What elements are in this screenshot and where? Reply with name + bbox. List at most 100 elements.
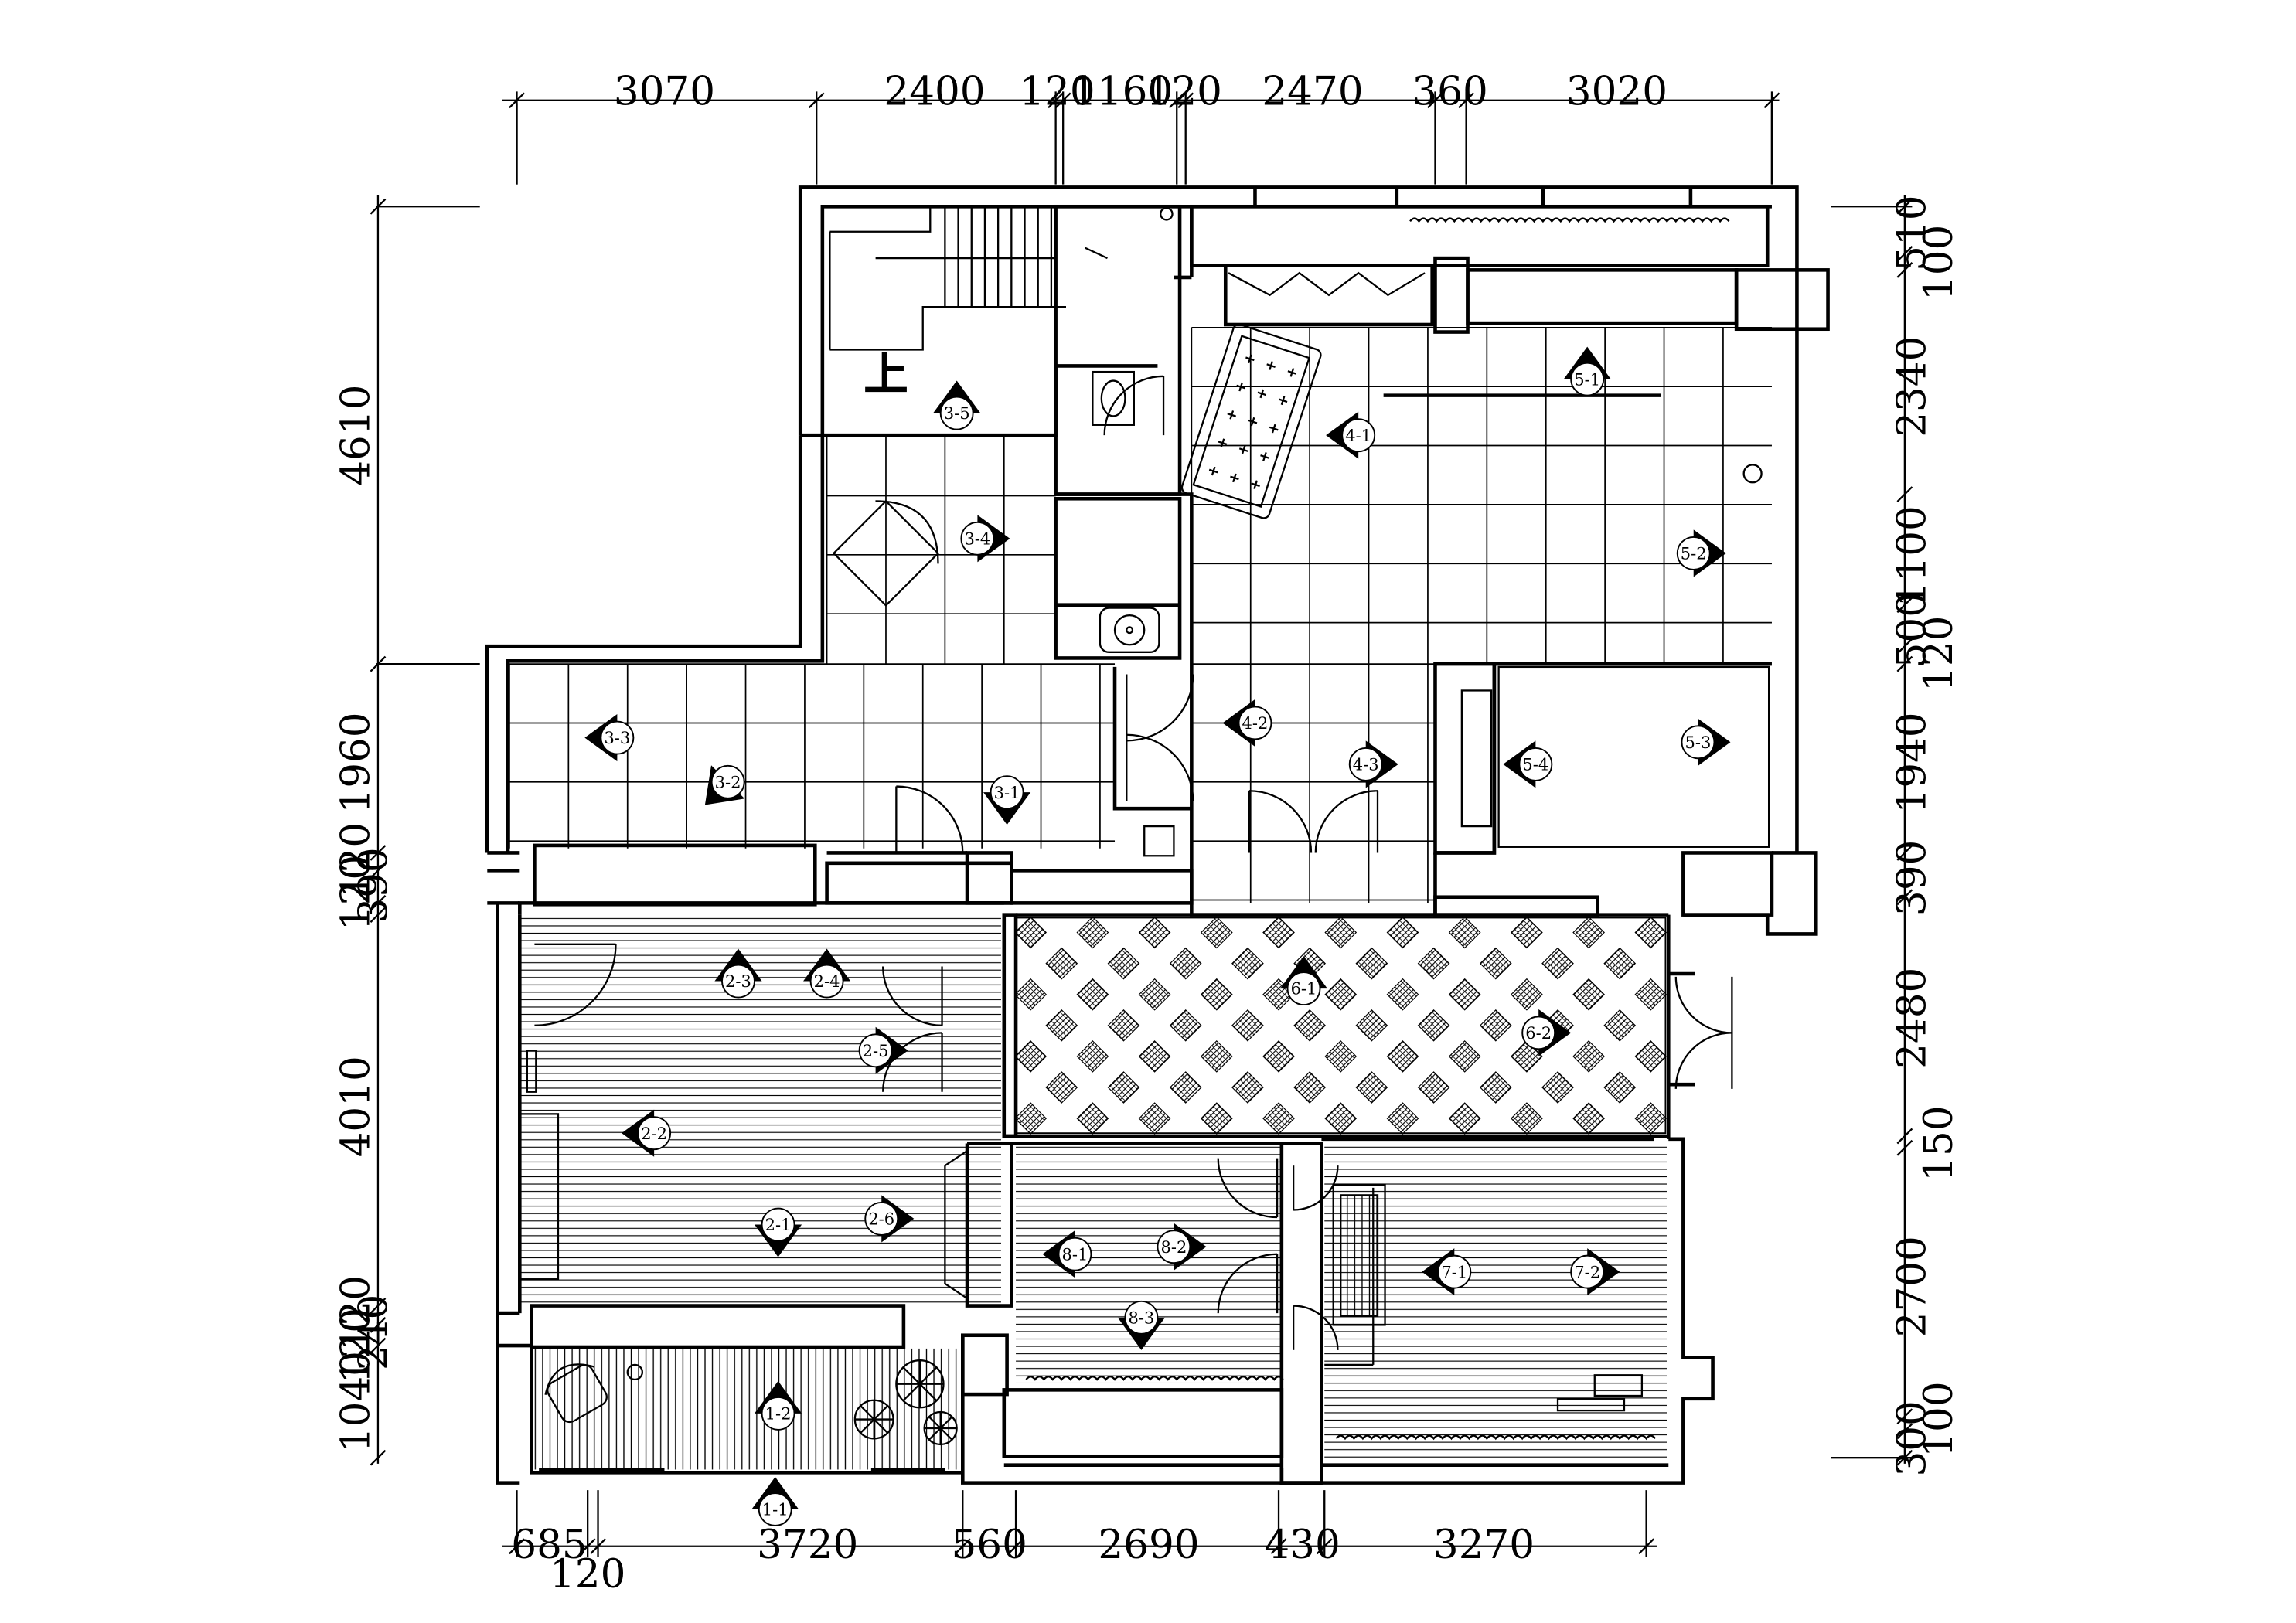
elevation-marker: 6-1	[1279, 956, 1328, 1006]
elevation-marker-label: 2-3	[725, 972, 751, 991]
elevation-marker: 3-5	[933, 380, 981, 430]
elevation-marker: 2-1	[754, 1207, 802, 1257]
dimension-label-bottom: 685	[511, 1522, 587, 1568]
elevation-marker: 4-3	[1348, 740, 1398, 788]
lounge-chair-icon	[544, 1363, 608, 1424]
elevation-marker-label: 8-2	[1161, 1238, 1187, 1257]
elevation-marker: 2-6	[864, 1195, 915, 1243]
elevation-marker: 8-3	[1117, 1300, 1165, 1350]
dimension-label-bottom-extra: 120	[550, 1551, 625, 1597]
elevation-marker: 4-2	[1222, 699, 1272, 747]
dimension-label-bottom: 560	[951, 1522, 1027, 1568]
dimension-label-top: 2400	[884, 69, 985, 115]
dimension-label-bottom: 3270	[1433, 1522, 1535, 1568]
dimension-label-right: 390	[1889, 840, 1936, 916]
elevation-marker-label: 7-1	[1441, 1263, 1467, 1281]
staircase: 上	[829, 206, 1108, 401]
curtain-icon	[1409, 217, 1730, 223]
dimension-label-left: 120	[332, 1275, 379, 1351]
dimension-label-left: 390	[350, 847, 397, 923]
elevation-marker: 5-3	[1681, 718, 1731, 766]
dimension-label-right: 100	[1916, 1381, 1962, 1457]
elevation-marker-label: 7-2	[1574, 1263, 1600, 1281]
dimension-label-right: 1940	[1889, 712, 1936, 813]
toilet-icon	[1092, 370, 1136, 426]
dimension-label-right: 100	[1916, 225, 1962, 301]
dimension-label-top: 3020	[1566, 69, 1667, 115]
elevation-marker-label: 2-1	[765, 1216, 792, 1234]
elevation-marker: 2-5	[858, 1026, 908, 1074]
elevation-marker-label: 3-5	[944, 404, 970, 423]
dimension-label-left: 120	[332, 822, 379, 898]
elevation-marker-label: 5-2	[1681, 545, 1707, 563]
elevation-marker: 2-2	[622, 1109, 672, 1157]
curtain-icon	[1025, 1376, 1284, 1381]
dimension-label-right: 2700	[1889, 1236, 1936, 1337]
elevation-marker: 7-2	[1570, 1248, 1620, 1296]
dimension-label-right: 120	[1916, 616, 1962, 692]
elevation-marker: 6-2	[1521, 1009, 1572, 1056]
curtain-icon	[1335, 1434, 1656, 1441]
dimension-label-top: 3070	[614, 69, 715, 115]
bookshelf-icon	[1332, 1183, 1386, 1326]
elevation-marker: 5-4	[1503, 740, 1553, 788]
elevation-marker: 4-1	[1326, 411, 1376, 459]
armchair-icon	[832, 499, 940, 607]
wood-floor-room-7	[1324, 1146, 1667, 1462]
elevation-marker: 1-2	[754, 1380, 802, 1431]
elevation-marker: 1-1	[751, 1477, 799, 1526]
elevation-marker: 2-3	[714, 948, 762, 999]
elevation-marker-label: 6-2	[1525, 1024, 1552, 1043]
elevation-marker-label: 6-1	[1291, 980, 1317, 999]
floor-finishes	[509, 326, 1772, 1470]
dimension-label-bottom: 2690	[1098, 1522, 1199, 1568]
stair-up-label: 上	[864, 349, 908, 400]
dimension-label-left: 120	[332, 1308, 379, 1383]
elevation-marker-label: 3-4	[964, 529, 990, 548]
dimension-label-left: 1040	[332, 1351, 379, 1452]
dimension-label-right: 150	[1916, 1105, 1962, 1181]
elevation-marker: 3-4	[960, 515, 1010, 563]
elevation-marker: 3-2	[704, 764, 745, 805]
dimension-label-bottom: 3720	[757, 1522, 858, 1568]
elevation-marker-label: 3-2	[715, 773, 741, 791]
dimension-label-left: 240	[350, 1295, 397, 1370]
elevation-marker-label: 4-3	[1353, 756, 1379, 774]
washbasin-icon	[1099, 607, 1160, 653]
dimension-label-left: 1960	[332, 712, 379, 813]
elevation-marker-label: 1-1	[762, 1501, 789, 1519]
elevation-marker-label: 5-4	[1522, 756, 1548, 774]
sofa-icon	[1180, 323, 1322, 519]
fixtures	[519, 207, 1763, 1472]
doors	[534, 375, 1733, 1350]
elevation-marker-label: 1-2	[765, 1405, 792, 1424]
elevation-marker-label: 4-1	[1345, 427, 1371, 445]
dimension-label-left: 120	[332, 855, 379, 931]
elevation-marker: 7-1	[1422, 1248, 1472, 1296]
dimension-label-right: 2340	[1889, 336, 1936, 437]
elevation-marker: 8-2	[1157, 1223, 1207, 1271]
checker-floor	[1014, 916, 1667, 1135]
dimension-label-right: 300	[1889, 1400, 1936, 1476]
dimension-label-right: 1100	[1889, 505, 1936, 607]
elevation-marker-label: 2-4	[814, 972, 840, 991]
dimension-lines	[370, 91, 1913, 1557]
elevation-marker-label: 8-1	[1062, 1245, 1088, 1264]
elevation-marker-label: 2-5	[863, 1042, 889, 1060]
elevation-marker-label: 2-6	[868, 1210, 894, 1229]
dimension-label-top: 360	[1412, 69, 1487, 115]
elevation-marker: 2-4	[803, 948, 851, 999]
elevation-marker-label: 4-2	[1242, 714, 1269, 733]
elevation-marker-label: 3-1	[994, 784, 1020, 802]
elevation-marker-label: 8-3	[1128, 1308, 1154, 1327]
elevation-marker-label: 5-3	[1685, 733, 1712, 752]
elevation-marker-label: 5-1	[1574, 370, 1600, 389]
dimension-label-top: 1160	[1071, 69, 1173, 115]
elevation-marker: 3-1	[983, 775, 1031, 825]
wood-floor-bedroom	[519, 917, 1001, 1305]
dimension-label-bottom: 430	[1264, 1522, 1340, 1568]
cross-tile-floor	[1497, 665, 1770, 848]
dimension-label-left: 4010	[332, 1056, 379, 1157]
